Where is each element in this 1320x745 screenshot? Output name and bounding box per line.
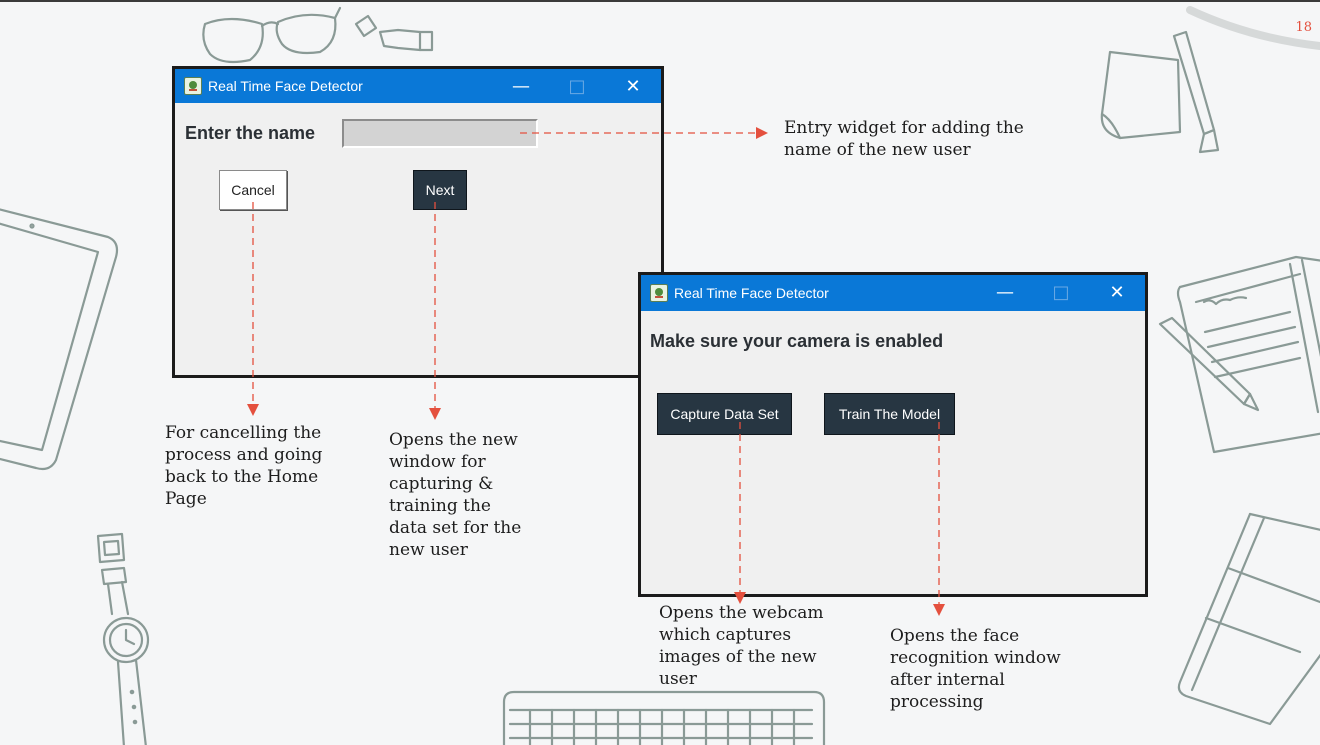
notebook-doodle-icon (1158, 255, 1320, 454)
app-icon (184, 77, 202, 95)
name-input[interactable] (342, 119, 538, 148)
capture-annotation: Opens the webcam which captures images o… (659, 603, 824, 689)
tablet-doodle-icon (0, 208, 119, 471)
notepad-doodle-icon (1100, 30, 1220, 154)
close-icon[interactable]: ✕ (1109, 281, 1125, 303)
planner-doodle-icon (1177, 512, 1320, 726)
usb-doodle-icon (354, 14, 434, 52)
maximize-icon[interactable]: □ (568, 75, 586, 97)
train-annotation: Opens the face recognition window after … (890, 626, 1061, 712)
close-icon[interactable]: ✕ (625, 75, 641, 97)
next-annotation: Opens the new window for capturing & tra… (389, 430, 522, 560)
enter-name-window: Real Time Face Detector — □ ✕ Enter the … (172, 66, 664, 378)
glasses-doodle-icon (202, 6, 342, 64)
camera-enabled-label: Make sure your camera is enabled (650, 331, 944, 351)
minimize-icon[interactable]: — (512, 75, 530, 97)
keyboard-doodle-icon (502, 690, 826, 745)
capture-data-set-button[interactable]: Capture Data Set (657, 393, 792, 435)
window-titlebar[interactable]: Real Time Face Detector — □ ✕ (175, 69, 661, 103)
watch-doodle-icon (96, 532, 150, 745)
next-button[interactable]: Next (413, 170, 467, 210)
window-title: Real Time Face Detector (208, 78, 363, 94)
train-model-button[interactable]: Train The Model (824, 393, 955, 435)
window-titlebar[interactable]: Real Time Face Detector — □ ✕ (641, 275, 1145, 311)
camera-window: Real Time Face Detector — □ ✕ Make sure … (638, 272, 1148, 597)
cancel-annotation: For cancelling the process and going bac… (165, 423, 323, 509)
app-icon (650, 284, 668, 302)
page-number: 18 (1295, 20, 1312, 35)
enter-name-label: Enter the name (185, 123, 316, 143)
entry-annotation: Entry widget for adding the name of the … (784, 118, 1024, 160)
window-title: Real Time Face Detector (674, 285, 829, 301)
cancel-button[interactable]: Cancel (219, 170, 287, 210)
maximize-icon[interactable]: □ (1052, 281, 1070, 303)
minimize-icon[interactable]: — (996, 281, 1014, 303)
corner-shadow-icon (1186, 6, 1320, 50)
